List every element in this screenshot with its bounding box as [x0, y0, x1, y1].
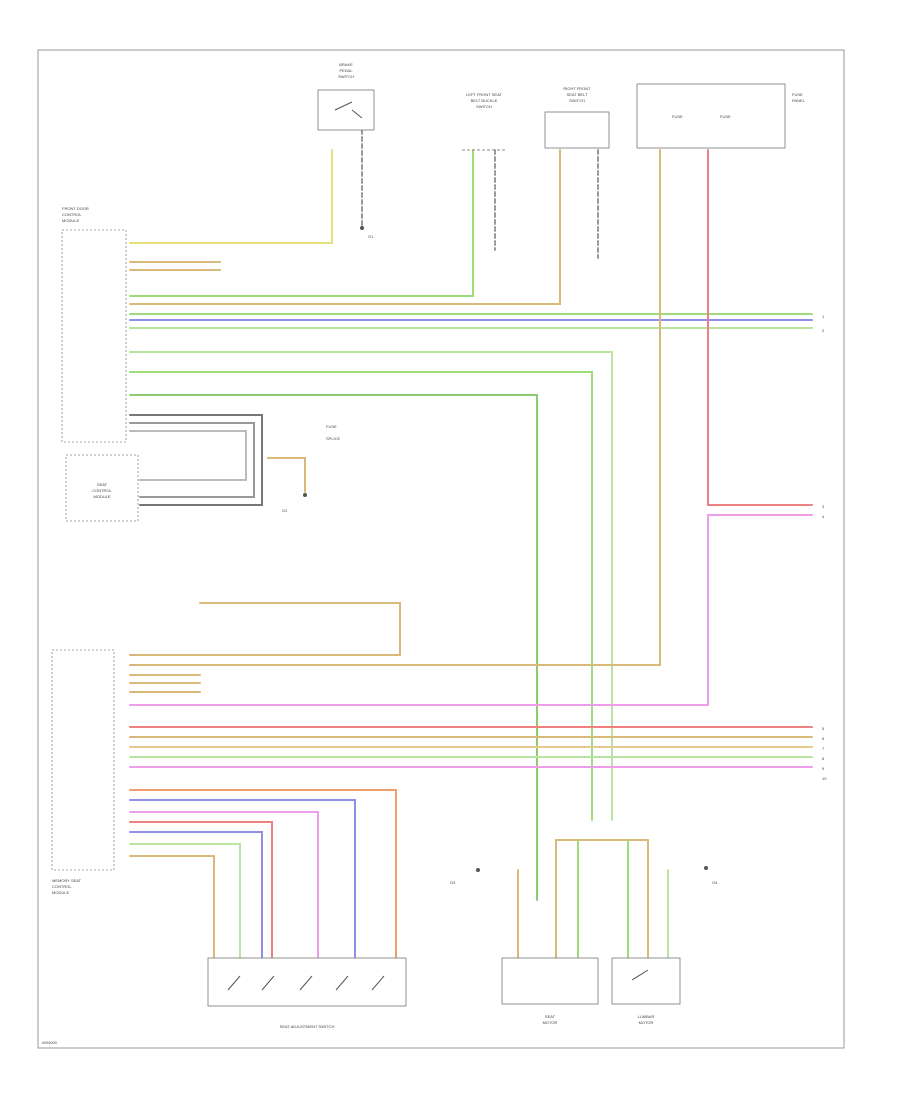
fuse-panel-box	[636, 83, 786, 149]
wire-gray-2	[129, 422, 255, 498]
seat-switch: SEAT ADJUSTMENT SWITCH	[207, 957, 407, 1029]
right-sensor: RIGHT FRONT SEAT BELT SWITCH	[544, 86, 610, 149]
fuse-b-label: FUSE	[720, 114, 731, 119]
wires	[129, 129, 813, 961]
motor-a-label-1: SEAT	[545, 1014, 556, 1019]
seat-switch-contacts	[227, 975, 385, 991]
left-sensor-label-2: BELT BUCKLE	[471, 98, 498, 103]
wire-green-bundle	[129, 843, 241, 961]
ground-g1-icon	[360, 226, 364, 230]
brake-switch-label-3: SWITCH	[338, 74, 354, 79]
wire-green-v3	[129, 394, 538, 901]
right-sensor-label-2: SEAT BELT	[567, 92, 588, 97]
lower-left-module: MEMORY SEAT CONTROL MODULE	[51, 649, 115, 895]
motor-b-label-2: MOTOR	[639, 1020, 654, 1025]
wire-pink-v	[129, 514, 709, 706]
motor-b-label-1: LUMBAR	[638, 1014, 655, 1019]
grounds: G1 G2 G3 G4	[282, 226, 718, 885]
marker-6: 6	[822, 736, 825, 741]
sub-module-box	[65, 454, 139, 522]
left-module-label-3: MODULE	[62, 218, 79, 223]
sub-module-label-2: CONTROL	[92, 488, 112, 493]
sub-module-label-3: MODULE	[93, 494, 110, 499]
right-sensor-box	[544, 111, 610, 149]
wire-tan-bundle	[129, 855, 215, 961]
marker-5: 5	[822, 726, 825, 731]
seat-switch-label: SEAT ADJUSTMENT SWITCH	[280, 1024, 335, 1029]
wire-pink-bundle	[129, 811, 319, 961]
motor-a: SEAT MOTOR	[501, 957, 599, 1025]
marker-4: 4	[822, 514, 825, 519]
left-sensor-label-1: LEFT FRONT SEAT	[466, 92, 502, 97]
wire-tan-sub	[267, 457, 306, 493]
legend: FUSE SPLICE	[326, 424, 341, 441]
left-module-label-2: CONTROL	[62, 212, 82, 217]
lower-left-module-label-1: MEMORY SEAT	[52, 878, 82, 883]
wire-gray-3	[129, 430, 247, 481]
wire-gray-1	[129, 414, 263, 506]
wire-yellow-brake	[129, 149, 333, 244]
brake-switch-label-2: PEDAL	[339, 68, 353, 73]
ground-g2-icon	[303, 493, 307, 497]
left-sensor: LEFT FRONT SEAT BELT BUCKLE SWITCH	[462, 92, 506, 151]
left-sensor-label-3: SWITCH	[476, 104, 492, 109]
brake-switch-label-1: BRAKE	[339, 62, 353, 67]
motor-a-box	[501, 957, 599, 1005]
legend-item-1: FUSE	[326, 424, 337, 429]
motor-b: LUMBAR MOTOR	[611, 957, 681, 1025]
brake-switch-contact	[334, 101, 363, 119]
wire-green-left-sensor	[129, 149, 474, 297]
left-module-label-1: FRONT DOOR	[62, 206, 89, 211]
right-markers: 1 2 3 4 5 6 7 8 9 10	[822, 314, 827, 781]
legend-item-2: SPLICE	[326, 436, 341, 441]
brake-switch: BRAKE PEDAL SWITCH	[317, 62, 375, 131]
footer-code: W04000	[42, 1040, 58, 1045]
motor-a-label-2: MOTOR	[543, 1020, 558, 1025]
brake-switch-box	[317, 89, 375, 131]
marker-8: 8	[822, 756, 825, 761]
ground-g4-icon	[704, 866, 708, 870]
sub-module: SEAT CONTROL MODULE	[65, 454, 139, 522]
wire-blue-bundle-2	[129, 831, 263, 961]
lower-left-module-label-3: MODULE	[52, 890, 69, 895]
fuse-panel: FUSE FUSE FUSE PANEL	[636, 83, 806, 149]
wire-fuse-tan	[129, 149, 661, 666]
marker-10: 10	[822, 776, 827, 781]
wire-blue-bundle	[129, 799, 356, 961]
wire-orange-bundle	[129, 789, 397, 961]
lower-left-module-label-2: CONTROL	[52, 884, 72, 889]
wire-green-v2	[129, 371, 593, 821]
ground-g1-label: G1	[368, 234, 374, 239]
marker-9: 9	[822, 766, 825, 771]
fuse-panel-label-2: PANEL	[792, 98, 806, 103]
fuse-a-label: FUSE	[672, 114, 683, 119]
marker-7: 7	[822, 746, 825, 751]
left-module: FRONT DOOR CONTROL MODULE	[61, 206, 127, 443]
ground-g3-icon	[476, 868, 480, 872]
ground-g3-label: G3	[450, 880, 456, 885]
right-sensor-label-3: SWITCH	[569, 98, 585, 103]
ground-g2-label: G2	[282, 508, 288, 513]
fuse-panel-label-1: FUSE	[792, 92, 803, 97]
left-module-box	[61, 229, 127, 443]
marker-3: 3	[822, 504, 825, 509]
lower-left-module-box	[51, 649, 115, 871]
right-sensor-label-1: RIGHT FRONT	[563, 86, 591, 91]
wire-tan-lower-1	[129, 602, 401, 656]
marker-1: 1	[822, 314, 825, 319]
marker-2: 2	[822, 328, 825, 333]
wire-fuse-red	[707, 149, 813, 506]
motor-b-contact	[631, 969, 649, 981]
diagram-frame	[37, 49, 845, 1049]
motor-b-box	[611, 957, 681, 1005]
wire-tan-right-sensor	[129, 149, 561, 305]
sub-module-label-1: SEAT	[97, 482, 108, 487]
ground-g4-label: G4	[712, 880, 718, 885]
wire-red-bundle	[129, 821, 273, 961]
